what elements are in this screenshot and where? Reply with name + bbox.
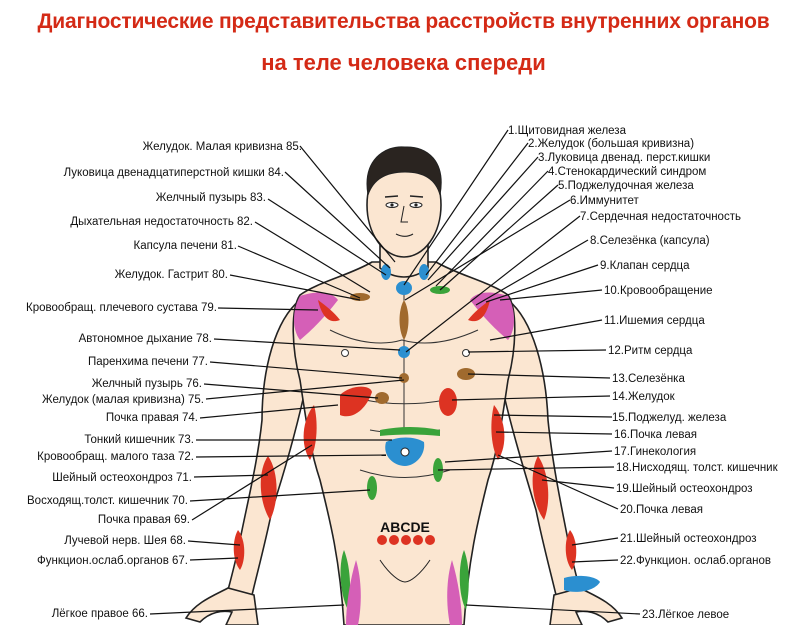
zone-chest-left-brown — [457, 368, 475, 380]
figure-label-abcde: ABCDE — [380, 519, 430, 535]
zone-gallbladder-brown — [375, 392, 389, 404]
zone-neck-right — [419, 264, 429, 280]
zone-colon-right-green — [367, 476, 377, 500]
face — [366, 146, 442, 237]
zone-wrist-left-red — [565, 530, 577, 570]
zone-shoulder-left-red — [468, 300, 490, 322]
zone-sternum-brown — [399, 300, 409, 340]
label-68: Лучевой нерв. Шея 68. — [64, 535, 186, 547]
leader-lines — [149, 129, 641, 615]
left-labels: Желудок. Малая кривизна 85. Луковица две… — [26, 141, 302, 620]
zone-flank-right-red — [303, 405, 317, 460]
label-78: Автономное дыхание 78. — [79, 333, 212, 345]
label-82: Дыхательная недостаточность 82. — [70, 216, 253, 228]
zone-thigh-pink-left — [447, 560, 462, 625]
label-7: 7.Сердечная недостаточность — [580, 211, 741, 223]
hair — [366, 146, 442, 196]
zone-shoulder-left-pink — [470, 292, 514, 340]
pelvic-zone-dots — [377, 535, 435, 545]
zone-thigh-pink-right — [346, 560, 361, 625]
label-85: Желудок. Малая кривизна 85. — [143, 141, 302, 153]
zone-liver-red — [340, 386, 372, 417]
label-13: 13.Селезёнка — [612, 373, 685, 385]
label-17: 17.Гинекология — [614, 446, 696, 458]
right-labels: 1.Щитовидная железа 2.Желудок (большая к… — [508, 125, 779, 621]
label-79: Кровообращ. плечевого сустава 79. — [26, 302, 217, 314]
label-80: Желудок. Гастрит 80. — [115, 269, 228, 281]
zone-shoulder-right-pink — [294, 292, 338, 340]
zone-abdomen-green — [380, 427, 440, 436]
label-12: 12.Ритм сердца — [608, 345, 693, 357]
label-74: Почка правая 74. — [106, 412, 198, 424]
label-23: 23.Лёгкое левое — [642, 609, 729, 621]
label-15: 15.Поджелуд. железа — [612, 412, 727, 424]
right-hand — [184, 587, 259, 625]
label-4: 4.Стенокардический синдром — [548, 166, 706, 178]
label-77: Паренхима печени 77. — [88, 356, 208, 368]
label-21: 21.Шейный остеохондроз — [620, 533, 757, 545]
label-14: 14.Желудок — [612, 391, 676, 403]
label-71: Шейный остеохондроз 71. — [52, 472, 192, 484]
label-76: Желчный пузырь 76. — [92, 378, 202, 390]
zone-palm-left-blue — [564, 575, 600, 592]
label-8: 8.Селезёнка (капсула) — [590, 235, 710, 247]
label-67: Функцион.ослаб.органов 67. — [37, 555, 188, 567]
label-69: Почка правая 69. — [98, 514, 190, 526]
label-20: 20.Почка левая — [620, 504, 703, 516]
label-1: 1.Щитовидная железа — [508, 125, 627, 137]
zone-shoulder-right-red — [318, 300, 340, 322]
label-6: 6.Иммунитет — [570, 195, 639, 207]
label-73: Тонкий кишечник 73. — [84, 434, 194, 446]
label-22: 22.Функцион. ослаб.органов — [620, 555, 771, 567]
diagram-title-line-2: на теле человека спереди — [261, 50, 546, 75]
label-70: Восходящ.толст. кишечник 70. — [27, 495, 188, 507]
zone-heart-blue — [398, 346, 410, 358]
groin — [379, 559, 431, 583]
zone-pelvis-green-right — [340, 550, 351, 610]
label-10: 10.Кровообращение — [604, 285, 713, 297]
label-18: 18.Нисходящ. толст. кишечник — [616, 462, 779, 474]
label-66: Лёгкое правое 66. — [52, 608, 148, 620]
zone-stomach-red — [439, 388, 457, 416]
zone-neck-left — [381, 264, 391, 280]
navel — [400, 447, 410, 457]
label-19: 19.Шейный остеохондроз — [616, 483, 753, 495]
zone-pelvis-green-left — [459, 550, 469, 610]
zone-forearm-right-red — [260, 456, 277, 520]
label-9: 9.Клапан сердца — [600, 260, 690, 272]
diagram-title-line-1: Диагностические представительства расстр… — [37, 10, 770, 33]
zone-wrist-right-red — [233, 530, 245, 570]
label-16: 16.Почка левая — [614, 429, 697, 441]
zone-thyroid — [396, 281, 412, 295]
label-75: Желудок (малая кривизна) 75. — [42, 394, 204, 406]
label-2: 2.Желудок (большая кривизна) — [528, 138, 694, 150]
label-11: 11.Ишемия сердца — [604, 315, 705, 327]
label-72: Кровообращ. малого таза 72. — [37, 451, 194, 463]
left-hand — [549, 587, 624, 625]
label-81: Капсула печени 81. — [134, 240, 237, 252]
label-83: Желчный пузырь 83. — [156, 192, 266, 204]
label-3: 3.Луковица двенад. перст.кишки — [538, 152, 710, 164]
label-5: 5.Поджелудочная железа — [558, 180, 694, 192]
label-84: Луковица двенадцатиперстной кишки 84. — [64, 167, 284, 179]
